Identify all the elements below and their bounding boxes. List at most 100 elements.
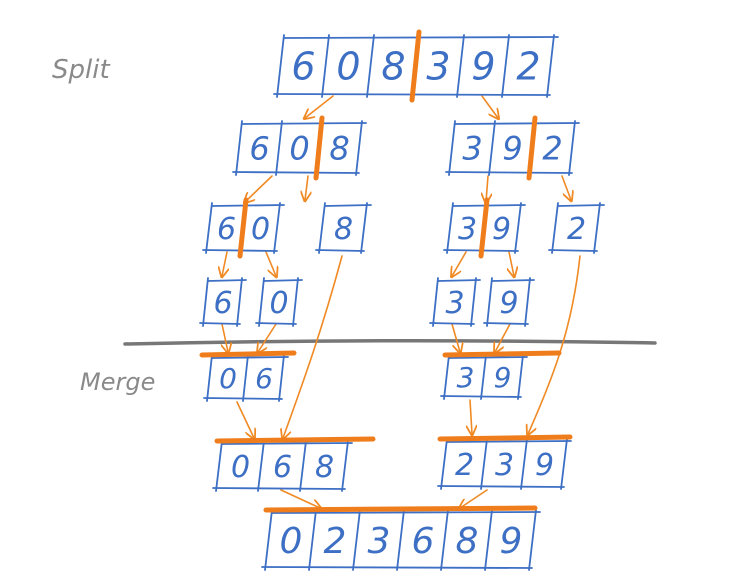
cell-value: 3 [457, 361, 475, 394]
cell-divider [446, 202, 454, 254]
cell-divider [264, 509, 273, 571]
cell-divider [242, 354, 249, 402]
array-top-edge [452, 204, 526, 207]
flow-arrow [460, 489, 488, 508]
cell-divider [276, 34, 285, 98]
cell-divider [524, 277, 531, 327]
array-bottom-edge [315, 249, 365, 252]
array-top-edge [324, 204, 372, 207]
cell-value: 8 [334, 212, 353, 247]
array-top-edge [491, 279, 535, 282]
cell-divider [551, 202, 559, 254]
cell-value: 2 [567, 212, 586, 247]
merge-marker [437, 434, 573, 442]
cell-value: 0 [289, 130, 309, 168]
array-bottom-edge [437, 485, 565, 488]
cell-divider [443, 354, 450, 400]
cell-value: 8 [329, 130, 349, 168]
array-top-edge [211, 356, 289, 359]
flow-arrow [509, 251, 514, 276]
cell-divider [278, 354, 285, 402]
cell-divider [560, 438, 568, 490]
array-bottom-edge [199, 322, 241, 325]
flow-arrow [280, 489, 320, 508]
flow-arrow [452, 251, 467, 276]
merge-marker [263, 505, 538, 513]
flow-arrow [451, 323, 460, 352]
merge-marker [442, 350, 562, 358]
cell-divider [514, 202, 522, 254]
cell-divider [470, 277, 477, 327]
cell-divider [360, 202, 368, 254]
array-top-edge [207, 279, 247, 282]
cell-divider [501, 34, 510, 98]
flow-arrow [495, 323, 511, 352]
cell-divider [366, 34, 375, 98]
cell-divider [321, 34, 330, 98]
cell-value: 0 [269, 286, 288, 321]
cell-divider [546, 34, 555, 98]
cell-value: 3 [445, 286, 464, 321]
cell-value: 2 [516, 45, 540, 89]
cell-value: 3 [495, 448, 514, 483]
cell-divider [484, 509, 493, 571]
cell-divider [448, 120, 456, 176]
cell-divider [440, 509, 449, 571]
array-leaf-3: 3 [429, 277, 481, 327]
array-top-edge [446, 440, 572, 443]
split-marker [409, 29, 422, 103]
cell-divider [528, 509, 537, 571]
array-top-edge [437, 279, 481, 282]
flow-arrow [222, 323, 228, 352]
cell-divider [202, 277, 209, 327]
cell-value: 9 [502, 130, 522, 168]
cell-value: 9 [494, 361, 512, 394]
cell-value: 8 [456, 521, 479, 562]
cell-divider [275, 120, 283, 176]
cell-divider [318, 202, 326, 254]
cell-value: 2 [542, 130, 562, 168]
phase-separator-line [123, 338, 657, 346]
cell-divider [396, 509, 405, 571]
cell-value: 0 [336, 45, 360, 89]
array-top-edge [211, 204, 285, 207]
cell-divider [488, 120, 496, 176]
merge-label: Merge [80, 368, 155, 396]
cell-value: 8 [381, 45, 405, 89]
array-bottom-edge [429, 322, 475, 325]
array-bottom-edge [483, 322, 529, 325]
cell-divider [568, 120, 576, 176]
cell-value: 0 [251, 212, 270, 247]
cell-value: 9 [499, 286, 518, 321]
array-right-right: 2 [548, 202, 605, 254]
array-top-edge [263, 279, 303, 282]
split-marker [237, 197, 249, 259]
array-leaf-0: 0 [255, 277, 303, 327]
cell-divider [235, 120, 243, 176]
cell-divider [292, 277, 299, 327]
overlays-group [199, 29, 573, 513]
array-top-edge [221, 442, 353, 445]
array-bottom-edge [548, 249, 598, 252]
flow-arrow [470, 399, 472, 434]
cell-divider [205, 202, 213, 254]
split-marker [313, 115, 325, 181]
cell-value: 0 [231, 450, 250, 485]
array-bottom-edge [445, 171, 573, 174]
cell-divider [299, 440, 307, 492]
cell-value: 3 [368, 521, 391, 562]
cell-divider [273, 202, 281, 254]
cell-divider [236, 277, 243, 327]
cell-value: 6 [291, 45, 315, 89]
arrows-group [222, 95, 581, 508]
flow-arrow [245, 175, 273, 202]
cell-divider [593, 202, 601, 254]
split-marker [478, 197, 490, 259]
array-top-edge [283, 36, 559, 39]
flow-arrow [305, 95, 334, 118]
